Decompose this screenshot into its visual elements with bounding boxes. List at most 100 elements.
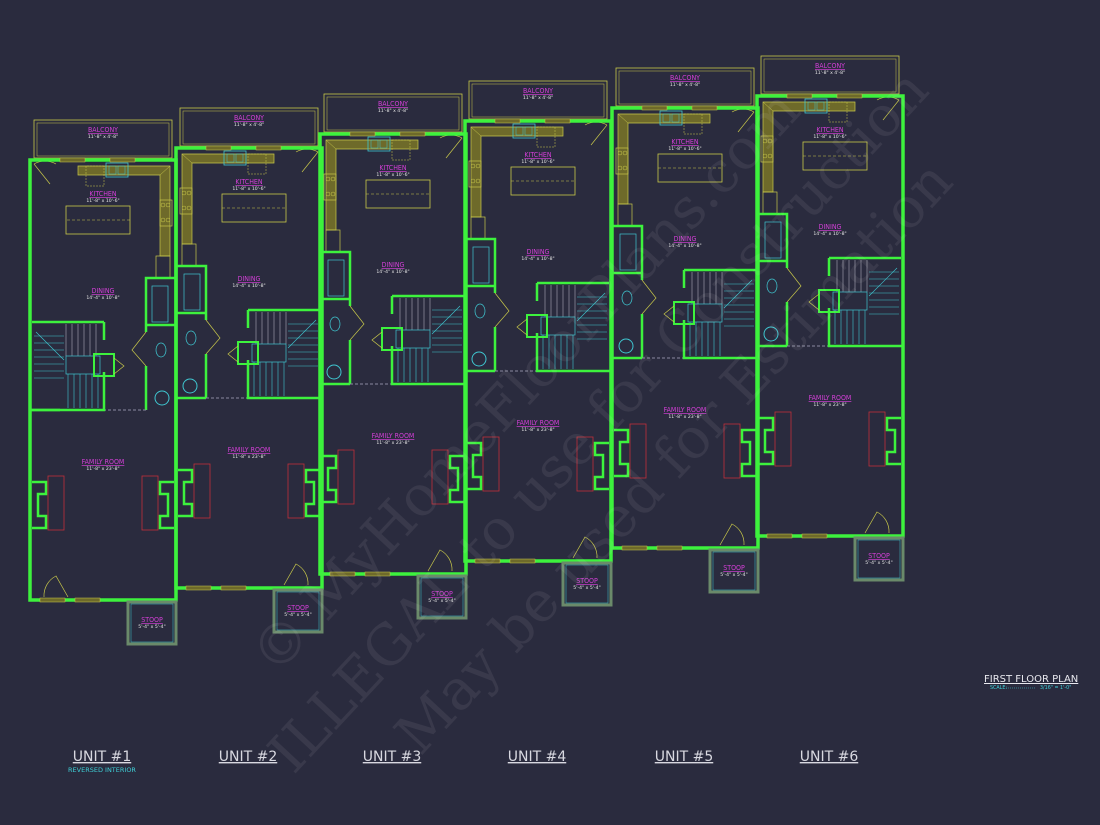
stair-landing	[832, 291, 868, 311]
fireplace-right	[32, 480, 48, 530]
stoop-dims: 5'-4" x 5'-4"	[720, 572, 747, 578]
unit-interior	[757, 96, 903, 534]
family-room-label: FAMILY ROOM	[82, 458, 125, 466]
dining-dims: 14'-4" x 10'-8"	[813, 231, 846, 237]
sink-basin	[662, 113, 671, 123]
lavatory-icon	[471, 351, 487, 367]
kitchen-label: KITCHEN	[524, 151, 552, 159]
window	[59, 157, 86, 163]
toilet-icon	[621, 290, 633, 306]
sink-icon	[223, 150, 247, 166]
balcony-dims: 11'-8" x 4'-8"	[815, 70, 845, 76]
balcony-outline	[33, 119, 173, 159]
powder-room-wall	[757, 212, 789, 346]
balcony-door-swing	[439, 134, 463, 159]
lavatory-icon	[326, 364, 342, 380]
pantry-cabinet	[470, 216, 486, 240]
window	[220, 585, 247, 591]
dishwasher	[536, 126, 556, 148]
stair-closet	[673, 301, 695, 325]
burner-icon	[617, 150, 623, 156]
burner-icon	[767, 153, 773, 159]
burner-icon	[181, 190, 187, 196]
dishwasher	[391, 139, 411, 161]
window	[74, 597, 101, 603]
dining-dims: 14'-4" x 10'-8"	[521, 256, 554, 262]
balcony-outline	[179, 107, 319, 147]
stoop-outline	[416, 574, 468, 620]
window	[656, 545, 683, 551]
range	[159, 199, 173, 227]
balcony-railing	[182, 110, 316, 145]
lavatory-icon	[763, 326, 779, 342]
counter-corner	[617, 113, 629, 124]
staircase	[516, 281, 611, 373]
burner-icon	[325, 191, 331, 197]
entry-door-swing	[283, 563, 309, 586]
sink-basin	[117, 165, 126, 175]
counter-corner	[470, 126, 482, 137]
stair-closet	[381, 327, 403, 351]
counter-corner	[762, 101, 774, 112]
unit-interior	[176, 148, 322, 586]
sink-icon	[659, 110, 683, 126]
unit-label: UNIT #2	[219, 749, 278, 765]
pantry-cabinet	[181, 243, 197, 267]
family-room-dims: 11'-8" x 23'-8"	[376, 440, 409, 446]
fireplace-hearth	[482, 436, 500, 492]
dishwasher	[828, 101, 848, 123]
family-room-label: FAMILY ROOM	[809, 394, 852, 402]
stair-landing	[540, 316, 576, 336]
counter-corner	[181, 153, 193, 164]
dining-label: DINING	[238, 275, 261, 283]
window	[39, 597, 66, 603]
bath-door-swing	[494, 292, 510, 328]
sink-basin	[515, 126, 524, 136]
balcony-door-swing	[33, 160, 57, 185]
toilet-icon	[329, 316, 341, 332]
fireplace-hearth	[629, 423, 647, 479]
stair-break-line	[431, 305, 461, 335]
fireplace-left	[614, 428, 630, 478]
stoop-label: STOOP	[287, 604, 309, 612]
sink-icon	[367, 136, 391, 152]
stair-wall	[246, 308, 322, 400]
fireplace-hearth	[287, 463, 305, 519]
sink-basin	[235, 153, 244, 163]
burner-icon	[617, 165, 623, 171]
balcony-dims: 11'-8" x 4'-8"	[88, 134, 118, 140]
plan-title: FIRST FLOOR PLAN	[984, 674, 1078, 685]
burner-icon	[165, 202, 171, 208]
fireplace-right	[885, 416, 901, 466]
family-room-label: FAMILY ROOM	[228, 446, 271, 454]
balcony-dims: 11'-8" x 4'-8"	[234, 122, 264, 128]
unit-interior	[320, 134, 466, 572]
dining-label: DINING	[819, 223, 842, 231]
balcony-dims: 11'-8" x 4'-8"	[523, 95, 553, 101]
toilet-icon	[185, 330, 197, 346]
bath-door-swing	[641, 279, 657, 315]
fireplace-right	[304, 468, 320, 518]
stoop-step	[712, 551, 756, 591]
unit-label: UNIT #4	[508, 749, 567, 765]
exterior-wall	[174, 146, 324, 590]
window	[836, 93, 863, 99]
stoop-step	[565, 564, 609, 604]
window	[786, 93, 813, 99]
kitchen-dims: 11'-8" x 10'-6"	[813, 134, 846, 140]
closet-door-swing	[516, 318, 528, 336]
window	[109, 157, 136, 163]
staircase	[808, 256, 903, 348]
title-block: FIRST FLOOR PLAN SCALE: 3/16" = 1'-0"	[984, 674, 1078, 691]
burner-icon	[470, 163, 476, 169]
pantry-cabinet	[155, 255, 171, 279]
stoop-label: STOOP	[576, 577, 598, 585]
powder-room-wall	[144, 276, 176, 410]
fireplace-hearth	[193, 463, 211, 519]
window	[205, 145, 232, 151]
window	[474, 558, 501, 564]
sink-basin	[671, 113, 680, 123]
